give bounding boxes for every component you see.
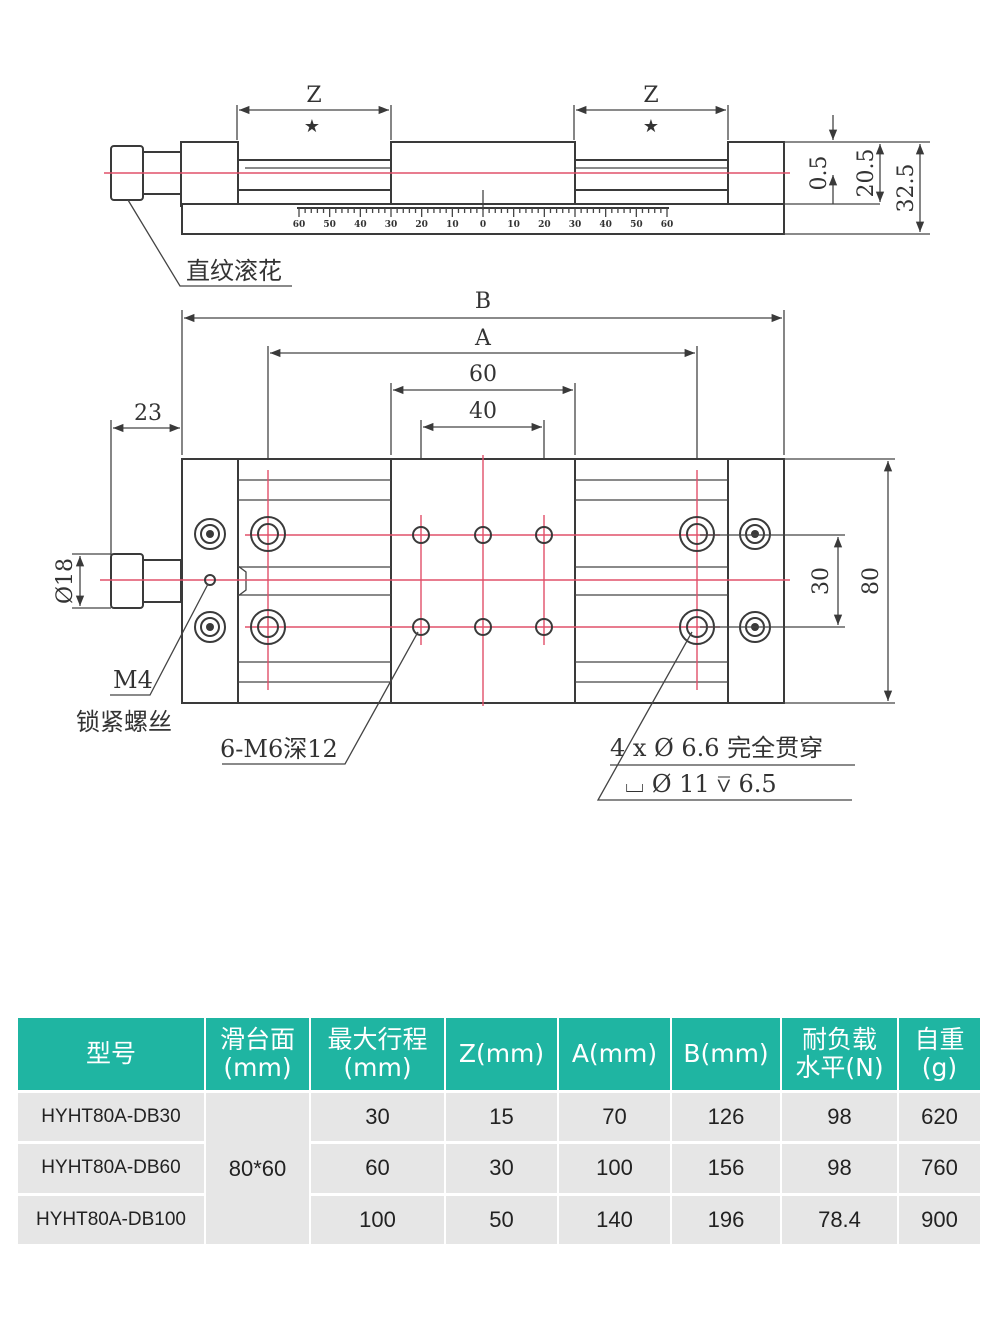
dim-23: 23 xyxy=(134,401,162,426)
cell-model: HYHT80A-DB60 xyxy=(18,1141,206,1195)
cell-a: 140 xyxy=(558,1192,672,1244)
header-z: Z(mm) xyxy=(445,1018,559,1092)
scale-label: 10 xyxy=(507,220,520,230)
cell-b: 196 xyxy=(671,1192,782,1244)
cell-stroke: 30 xyxy=(310,1089,446,1143)
dim-20-5: 20.5 xyxy=(854,149,879,198)
dim-60: 60 xyxy=(469,362,497,387)
table-row: HYHT80A-DB30 80*60 30 15 70 126 98 620 xyxy=(18,1089,980,1244)
header-weight: 自重(g) xyxy=(898,1018,980,1092)
table-header-row: 型号 滑台面(mm) 最大行程(mm) Z(mm) A(mm) B(mm) 耐负… xyxy=(18,1018,980,1092)
scale-label: 50 xyxy=(323,220,336,230)
header-max-stroke: 最大行程(mm) xyxy=(310,1018,446,1092)
cell-stroke: 100 xyxy=(310,1192,446,1244)
star-left-icon: ★ xyxy=(304,116,320,137)
header-model: 型号 xyxy=(18,1018,206,1092)
cell-a: 100 xyxy=(558,1141,672,1195)
scale-label: 40 xyxy=(599,220,612,230)
table-row: HYHT80A-DB100 100 50 140 196 78.4 900 xyxy=(18,1192,980,1244)
scale-label: 30 xyxy=(569,220,582,230)
dim-32-5: 32.5 xyxy=(894,164,919,213)
cell-weight: 620 xyxy=(898,1089,980,1143)
cell-load: 98 xyxy=(781,1089,899,1143)
dim-80: 80 xyxy=(859,567,884,595)
dim-d18: Ø18 xyxy=(53,558,78,604)
m6-hole-icon xyxy=(412,526,553,636)
annotation-m4: M4 xyxy=(113,666,153,694)
cell-load: 98 xyxy=(781,1141,899,1195)
dim-b: B xyxy=(475,289,491,314)
scale-minor-ticks xyxy=(298,208,668,217)
counterbore-hole-icon xyxy=(250,516,715,645)
scale-label: 20 xyxy=(538,220,551,230)
header-a: A(mm) xyxy=(558,1018,672,1092)
dim-z-right: Z xyxy=(643,83,658,108)
top-view: B A 60 40 23 xyxy=(53,289,895,801)
header-b: B(mm) xyxy=(671,1018,782,1092)
scale-label: 30 xyxy=(385,220,398,230)
spec-table: 型号 滑台面(mm) 最大行程(mm) Z(mm) A(mm) B(mm) 耐负… xyxy=(18,1018,980,1244)
technical-drawing: 60 50 40 30 20 10 0 10 20 30 40 50 60 Z ★ Z ★ 0.5 20… xyxy=(53,83,930,801)
annotation-through-holes: 4 x Ø 6.6 完全贯穿 xyxy=(610,734,823,762)
scale-label: 20 xyxy=(415,220,428,230)
side-view: 60 50 40 30 20 10 0 10 20 30 40 50 60 Z ★ Z ★ 0.5 20… xyxy=(104,83,930,287)
scale-labels: 60 50 40 30 20 10 0 10 20 30 40 50 60 xyxy=(293,220,674,230)
scale-label: 0 xyxy=(480,220,486,230)
star-right-icon: ★ xyxy=(643,116,659,137)
cell-z: 50 xyxy=(445,1192,559,1244)
annotation-lock-screw: 锁紧螺丝 xyxy=(76,708,172,736)
dim-40: 40 xyxy=(469,399,497,424)
cell-model: HYHT80A-DB100 xyxy=(18,1192,206,1244)
m4-hole-icon xyxy=(204,574,216,586)
cell-a: 70 xyxy=(558,1089,672,1143)
cell-weight: 760 xyxy=(898,1141,980,1195)
header-load: 耐负载水平(N) xyxy=(781,1018,899,1092)
cell-z: 30 xyxy=(445,1141,559,1195)
cell-table-surface: 80*60 xyxy=(205,1090,311,1244)
scale-label: 50 xyxy=(630,220,643,230)
scale-label: 10 xyxy=(446,220,459,230)
dim-a: A xyxy=(474,326,492,351)
annotation-knurl: 直纹滚花 xyxy=(186,257,282,285)
scale-label: 60 xyxy=(293,220,306,230)
annotation-counterbore: ⌴ Ø 11 ⊽ 6.5 xyxy=(625,770,777,798)
cell-model: HYHT80A-DB30 xyxy=(18,1089,206,1143)
cell-z: 15 xyxy=(445,1089,559,1143)
header-table-surface: 滑台面(mm) xyxy=(205,1018,311,1092)
cell-stroke: 60 xyxy=(310,1141,446,1195)
cell-b: 126 xyxy=(671,1089,782,1143)
cell-load: 78.4 xyxy=(781,1192,899,1244)
dim-z-left: Z xyxy=(306,83,321,108)
scale-label: 60 xyxy=(661,220,674,230)
table-row: HYHT80A-DB60 60 30 100 156 98 760 xyxy=(18,1141,980,1195)
cell-b: 156 xyxy=(671,1141,782,1195)
cell-weight: 900 xyxy=(898,1192,980,1244)
dim-0-5: 0.5 xyxy=(807,156,832,191)
annotation-m6-holes: 6-M6深12 xyxy=(220,735,338,763)
scale-label: 40 xyxy=(354,220,367,230)
dim-30: 30 xyxy=(809,567,834,595)
